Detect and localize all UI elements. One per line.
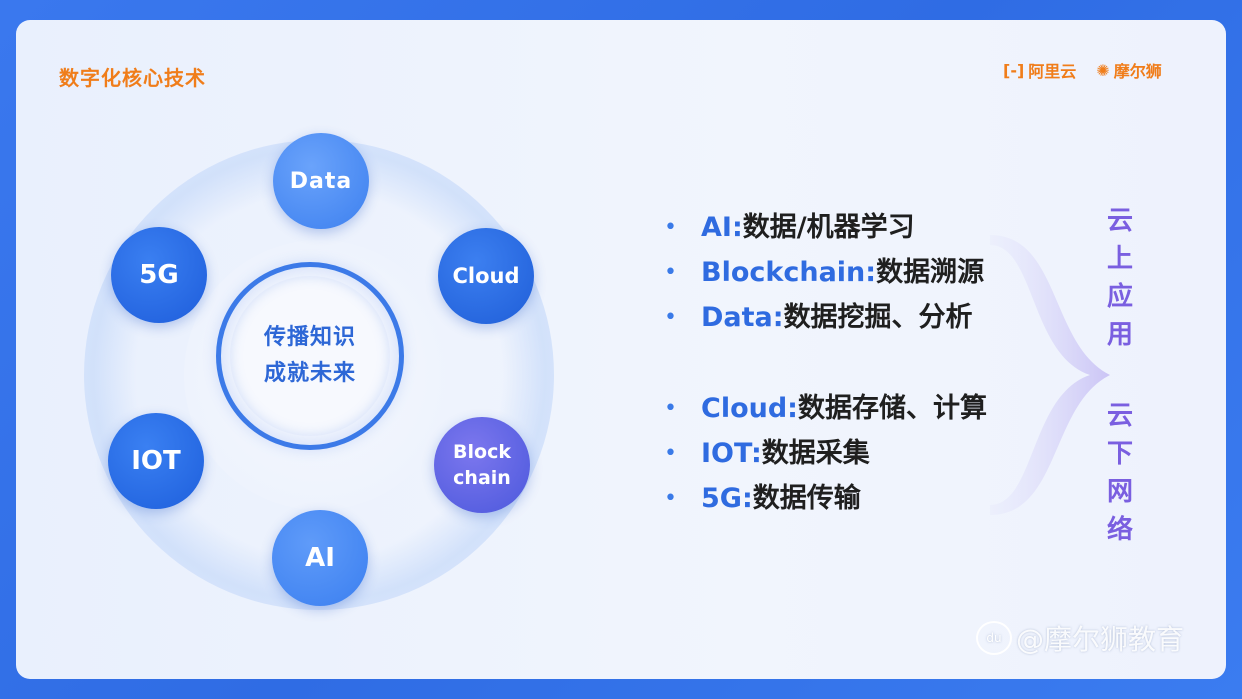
moershi-logo: ✺ 摩尔狮	[1096, 58, 1161, 82]
node-blockchain-line1: Block	[453, 441, 511, 463]
list-item-key: AI:	[701, 212, 743, 243]
bullet-dot: •	[664, 441, 677, 466]
side-char: 下	[1106, 439, 1133, 469]
center-text: 传播知识 成就未来	[264, 320, 356, 392]
side-char: 云	[1106, 206, 1133, 236]
lion-logo-icon: ✺	[1096, 60, 1110, 80]
aliyun-logo-text: 阿里云	[1028, 62, 1077, 81]
center-text-line2: 成就未来	[263, 361, 356, 386]
bullet-dot: •	[664, 486, 677, 511]
list-item-key: 5G:	[701, 483, 753, 514]
node-data: Data	[273, 133, 369, 229]
moershi-logo-text: 摩尔狮	[1113, 62, 1162, 81]
aliyun-logo: [-] 阿里云	[1003, 58, 1076, 82]
list-item-content: Data:数据挖掘、分析	[701, 295, 973, 340]
logo-group: [-] 阿里云 ✺ 摩尔狮	[1003, 58, 1162, 82]
side-char: 上	[1106, 244, 1133, 274]
list-item-key: IOT:	[701, 438, 762, 469]
side-label-bottom: 云 下 网 络	[1100, 397, 1140, 549]
side-char: 云	[1106, 401, 1133, 431]
node-blockchain-line2: chain	[453, 467, 511, 489]
side-char: 络	[1106, 515, 1133, 545]
list-item-content: IOT:数据采集	[701, 431, 870, 476]
watermark: du @摩尔狮教育	[976, 618, 1184, 658]
node-5g-label: 5G	[139, 260, 179, 290]
node-cloud: Cloud	[438, 228, 534, 324]
aliyun-logo-icon: [-]	[1003, 60, 1025, 80]
page-title: 数字化核心技术	[59, 66, 206, 90]
bullet-dot: •	[664, 305, 677, 330]
bullet-dot: •	[664, 396, 677, 421]
watermark-text: @摩尔狮教育	[1016, 623, 1185, 656]
bullet-dot: •	[664, 260, 677, 285]
curly-brace-shape	[990, 235, 1110, 515]
list-item-text: 数据存储、计算	[797, 393, 987, 424]
list-item-content: Cloud:数据存储、计算	[701, 386, 987, 431]
node-cloud-label: Cloud	[452, 264, 520, 288]
node-5g: 5G	[111, 227, 207, 323]
node-iot: IOT	[108, 413, 204, 509]
bullet-dot: •	[664, 215, 677, 240]
center-text-line1: 传播知识	[263, 325, 356, 350]
paw-icon: du	[976, 621, 1012, 655]
node-blockchain-label: Block chain	[453, 439, 511, 491]
side-char: 用	[1106, 320, 1133, 350]
list-item-content: AI:数据/机器学习	[701, 205, 915, 250]
list-item-text: 数据溯源	[876, 257, 985, 288]
node-ai-label: AI	[305, 543, 335, 573]
list-item-text: 数据采集	[761, 438, 870, 469]
list-item-text: 数据/机器学习	[742, 212, 915, 243]
center-circle-inner	[230, 276, 390, 436]
list-item-text: 数据挖掘、分析	[783, 302, 973, 333]
node-data-label: Data	[289, 168, 353, 194]
center-circle: 传播知识 成就未来	[216, 262, 404, 450]
side-char: 应	[1106, 282, 1133, 312]
list-item-content: Blockchain:数据溯源	[701, 250, 984, 295]
node-ai: AI	[272, 510, 368, 606]
list-item-text: 数据传输	[752, 483, 861, 514]
side-label-top: 云 上 应 用	[1100, 202, 1140, 354]
node-blockchain: Block chain	[434, 417, 530, 513]
list-item-key: Data:	[701, 302, 784, 333]
list-item-key: Cloud:	[701, 393, 798, 424]
list-item-key: Blockchain:	[701, 257, 877, 288]
node-iot-label: IOT	[131, 446, 181, 476]
side-char: 网	[1106, 477, 1133, 507]
list-item-content: 5G:数据传输	[701, 476, 861, 521]
